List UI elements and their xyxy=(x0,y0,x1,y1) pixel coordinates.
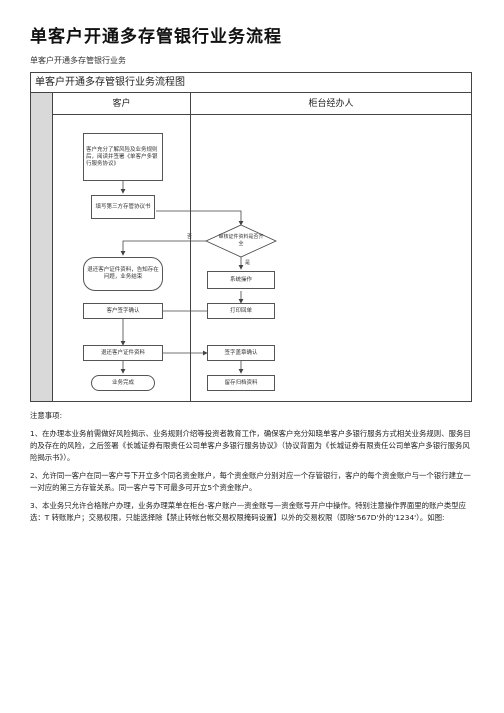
return-docs-text: 退还客户证件资料，告知存在问题，业务结束 xyxy=(87,267,159,280)
notes-section: 注意事项: 1、在办理本业务前需做好风险揭示、业务规则介绍等投资者教育工作，确保… xyxy=(30,410,474,530)
step-fill-form-box: 填写第三方存管协议书 xyxy=(91,195,155,219)
archive-text: 留存归档资料 xyxy=(224,379,258,386)
customer-sign-text: 客户签字确认 xyxy=(106,307,140,314)
archive-box: 留存归档资料 xyxy=(207,375,275,391)
system-op-text: 系统操作 xyxy=(229,276,252,283)
decision-diamond xyxy=(205,224,277,258)
flowchart: 单客户开通多存管银行业务流程图 客户 柜台经办人 客户充分了解风险及业务 xyxy=(30,72,472,402)
note-1: 1、在办理本业务前需做好风险揭示、业务规则介绍等投资者教育工作，确保客户充分知晓… xyxy=(30,429,471,462)
notes-heading: 注意事项: xyxy=(30,411,63,420)
lane-header-agent: 柜台经办人 xyxy=(191,93,471,115)
lane-side-strip xyxy=(31,93,53,401)
sign-confirm-box: 签字盖章确认 xyxy=(207,345,275,361)
return-docs2-text: 退还客户证件资料 xyxy=(100,349,145,356)
decision-yes-label: 是 xyxy=(245,260,251,266)
sign-confirm-text: 签字盖章确认 xyxy=(224,349,258,356)
done-box: 业务完成 xyxy=(91,375,155,391)
lane-header-customer: 客户 xyxy=(53,93,191,115)
note-3: 3、本业务只允许合格账户办理，业务办理菜单在柜台-客户账户—资金账号—资金账号开… xyxy=(30,501,467,522)
step-fill-form-text: 填写第三方存管协议书 xyxy=(95,203,151,210)
flow-connectors xyxy=(120,181,277,374)
return-docs-box: 退还客户证件资料，告知存在问题，业务结束 xyxy=(83,257,163,291)
flowchart-title: 单客户开通多存管银行业务流程图 xyxy=(31,73,471,93)
return-docs2-box: 退还客户证件资料 xyxy=(83,345,163,361)
step-agreement-box: 客户充分了解风险及业务规则后，阅读并签署《单客户多银行服务协议》 xyxy=(83,133,163,181)
note-2: 2、允许同一客户在同一客户号下开立多个同名资金账户，每个资金账户分别对应一个存管… xyxy=(30,471,471,492)
decision-no-label: 否 xyxy=(187,234,193,240)
step-agreement-text: 客户充分了解风险及业务规则后，阅读并签署《单客户多银行服务协议》 xyxy=(86,146,158,167)
page-title: 单客户开通多存管银行业务流程 xyxy=(30,27,282,47)
customer-sign-box: 客户签字确认 xyxy=(83,303,163,319)
system-op-box: 系统操作 xyxy=(207,271,275,289)
decision-text: 审核证件资料是否齐全 xyxy=(218,234,264,247)
print-form-text: 打印回单 xyxy=(229,307,252,314)
done-text: 业务完成 xyxy=(111,379,134,386)
page-subtitle: 单客户开通多存管银行业务 xyxy=(30,56,126,65)
print-form-box: 打印回单 xyxy=(207,303,275,319)
lane-divider xyxy=(190,115,191,401)
